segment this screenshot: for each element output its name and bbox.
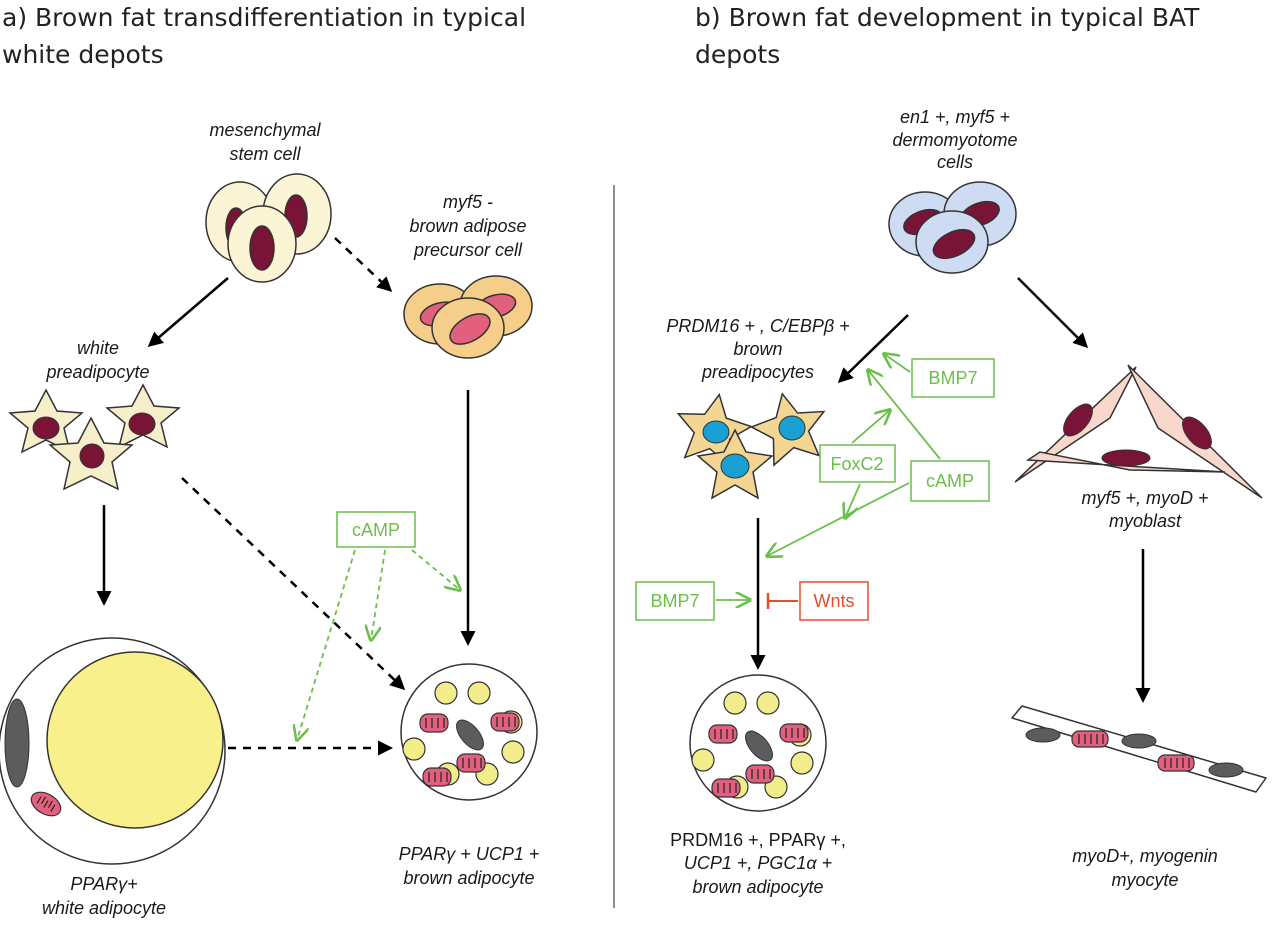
brown-adipose-precursor-cells [403,275,533,359]
camp-arrow-to-white-conversion [297,549,356,740]
brown-adipocyte-b-label-line1: PRDM16 +, PPARγ +, [670,830,846,850]
foxc2-box: FoxC2 [819,444,896,483]
bmp7-arrow-to-commitment [884,354,911,373]
arrow-dermomyotome-to-brown-preadipocyte [837,314,909,384]
myoblasts [1014,364,1263,499]
arrow-dermomyotome-to-myoblast [1017,277,1089,349]
brown-adipocyte-b-label-line1-text: PRDM16 +, PPARγ +, [670,830,846,850]
white-preadipocyte-label-line1: white [77,338,119,358]
camp-arrow-to-differentiation [767,482,910,556]
brown-preadipocyte-label-line1: PRDM16 + , C/EBPβ + [666,316,849,336]
myoblast-label-line2: myoblast [1109,511,1182,531]
msc-label-line1: mesenchymal [209,120,321,140]
brown-adipocyte-a-label-line1: PPARγ + UCP1 + [399,844,540,864]
brown-adipocyte-panel-a [400,663,538,801]
brown-adipocyte-b-label-line3: brown adipocyte [692,877,823,897]
myocyte-label-line2: myocyte [1111,870,1178,890]
msc-label-line2: stem cell [229,144,301,164]
white-adipocyte-label-line1: PPARγ+ [70,874,137,894]
white-preadipocyte-label-line2: preadipocyte [45,362,149,382]
arrow-msc-to-brown-precursor [334,237,393,293]
dermomyotome-label-line2: dermomyotome [892,130,1017,150]
brown-adipocyte-panel-b [689,674,827,812]
dermomyotome-label-line1: en1 +, myf5 + [900,107,1010,127]
brown-preadipocyte-nuclei [702,415,806,479]
camp-arrow-to-preadipocyte-conversion [371,549,386,640]
myoblast-nuclei [1063,403,1212,467]
white-adipocyte-label-line2: white adipocyte [42,898,166,918]
camp-arrow-to-precursor-differentiation [411,549,460,590]
bmp7-top-label: BMP7 [928,368,977,388]
brown-preadipocytes [676,392,826,500]
dermomyotome-cells [888,181,1017,274]
camp-arrow-to-commitment [868,370,941,460]
white-adipocyte-mitochondrion [30,791,62,817]
myoblast-label-line1: myf5 +, myoD + [1081,488,1208,508]
wnts-label: Wnts [813,591,854,611]
brown-preadipocyte-label-line3: preadipocytes [701,362,814,382]
panel-a-title-line1: a) Brown fat transdifferentiation in typ… [2,3,526,32]
brown-adipocyte-b-label-line2: UCP1 +, PGC1α + [684,853,832,873]
wnts-box: Wnts [799,581,869,621]
myf5-label-line2: brown adipose [409,216,526,236]
dermomyotome-label-line3: cells [937,152,973,172]
camp-label-panel-b: cAMP [926,471,974,491]
bmp7-box-left: BMP7 [635,581,715,621]
myf5-label-line1: myf5 - [443,192,493,212]
mesenchymal-stem-cells [205,173,332,283]
brown-preadipocyte-label-line2: brown [733,339,782,359]
camp-box-panel-a: cAMP [336,511,416,548]
arrow-preadipocyte-to-brown-adipocyte [181,477,406,691]
myf5-label-line3: precursor cell [413,240,523,260]
brown-adipocyte-a-label-line2: brown adipocyte [403,868,534,888]
myocyte [1011,705,1267,793]
camp-label-panel-a: cAMP [352,520,400,540]
foxc2-arrow-down [845,483,861,518]
panel-b-title-line1: b) Brown fat development in typical BAT [695,3,1200,32]
bmp7-box-top: BMP7 [911,358,995,398]
camp-box-panel-b: cAMP [910,460,990,502]
arrow-msc-to-white-preadipocyte [147,277,229,347]
foxc2-label: FoxC2 [830,454,883,474]
bmp7-left-label: BMP7 [650,591,699,611]
white-preadipocyte-nuclei [32,412,156,469]
panel-b-title-line2: depots [695,40,780,69]
myocyte-label-line1: myoD+, myogenin [1072,846,1218,866]
foxc2-arrow-up [851,410,890,444]
white-adipocyte [0,637,226,865]
white-preadipocytes [8,383,181,491]
panel-a-title-line2: white depots [2,40,164,69]
